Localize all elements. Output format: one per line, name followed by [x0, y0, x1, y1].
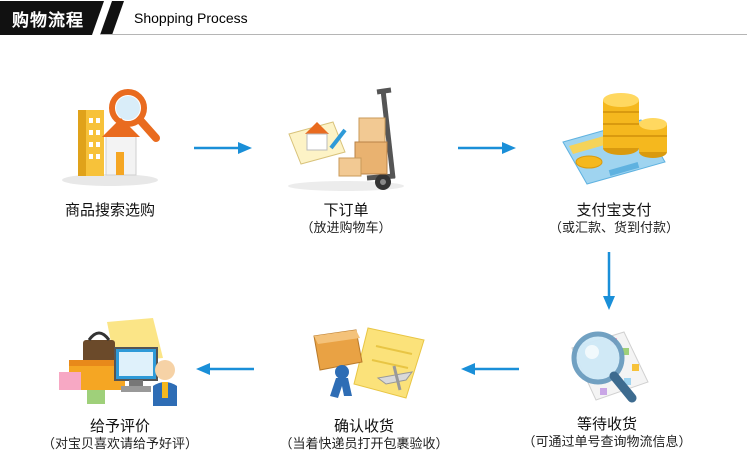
step-label: 商品搜索选购 — [64, 201, 155, 219]
arrow-right-icon — [458, 142, 516, 154]
courier-package-icon — [313, 327, 425, 399]
coins-card-icon — [562, 93, 667, 185]
tracking-magnifier-icon — [571, 331, 649, 403]
step-confirm-receipt: 确认收货 （当着快递员打开包裹验收） — [254, 322, 474, 454]
arrow-left-icon — [196, 363, 254, 375]
step-sublabel: （对宝贝喜欢请给予好评） — [41, 437, 198, 452]
title-banner — [0, 1, 124, 35]
step-sublabel: （当着快递员打开包裹验收） — [279, 437, 449, 452]
step-label: 等待收货 — [576, 415, 637, 433]
search-buildings-icon — [62, 89, 160, 186]
step-search-select: 商品搜索选购 — [0, 80, 220, 220]
step-label: 下订单 — [323, 201, 369, 219]
header: 购物流程 Shopping Process — [0, 0, 747, 36]
step-sublabel: （放进购物车） — [300, 221, 392, 236]
step-review: 给予评价 （对宝贝喜欢请给予好评） — [10, 318, 230, 454]
arrow-left-icon — [461, 363, 519, 375]
step-await-delivery: 等待收货 （可通过单号查询物流信息） — [497, 318, 717, 452]
step-label: 支付宝支付 — [576, 201, 652, 219]
arrow-right-icon — [194, 142, 252, 154]
shopping-computer-icon — [59, 318, 177, 406]
header-divider — [100, 34, 747, 35]
step-sublabel: （或汇款、货到付款） — [548, 221, 679, 236]
step-place-order: 下订单 （放进购物车） — [236, 78, 456, 238]
cart-boxes-icon — [288, 87, 404, 191]
step-payment: 支付宝支付 （或汇款、货到付款） — [504, 80, 724, 238]
step-label: 确认收货 — [333, 417, 394, 435]
page-title: 购物流程 — [12, 11, 84, 31]
page-subtitle: Shopping Process — [134, 10, 248, 26]
arrow-down-icon — [603, 252, 615, 310]
step-sublabel: （可通过单号查询物流信息） — [522, 435, 692, 450]
step-label: 给予评价 — [89, 417, 150, 435]
